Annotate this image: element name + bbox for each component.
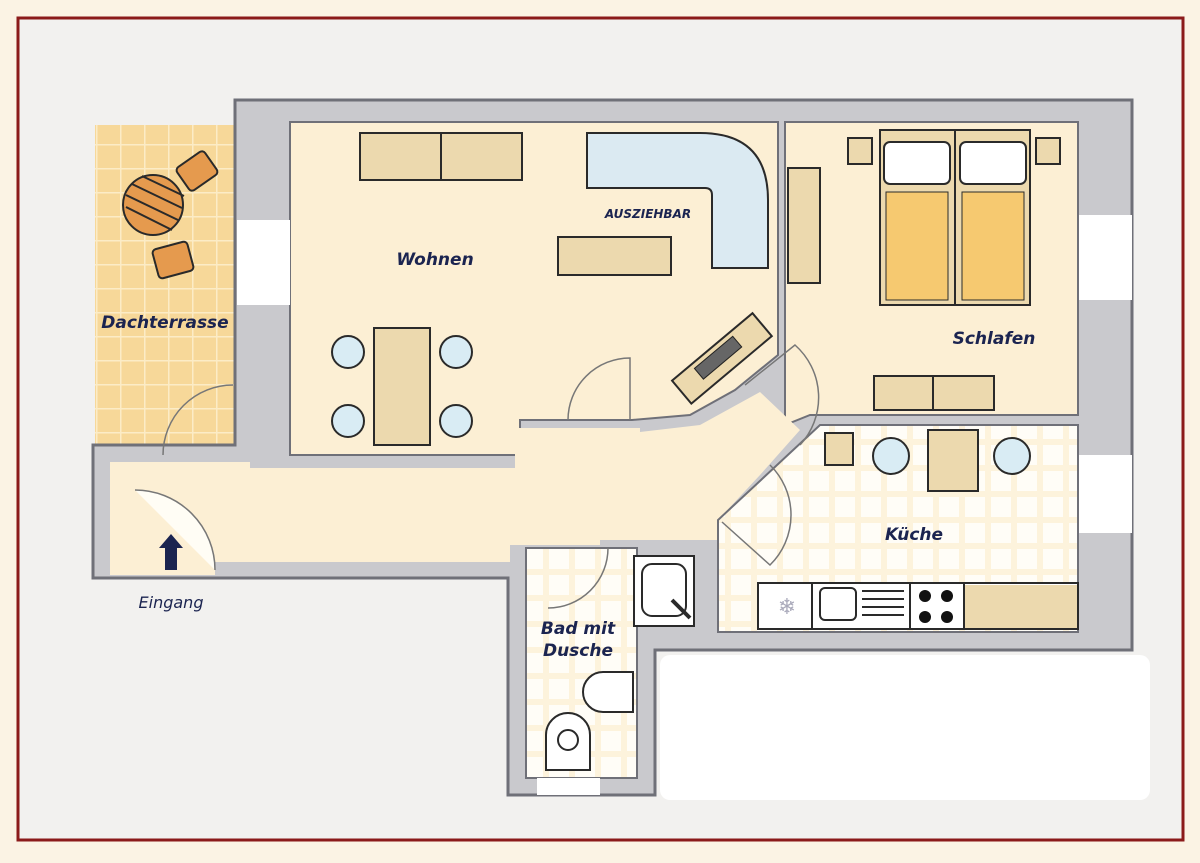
door-entrance [134,489,216,571]
chair-icon [331,335,365,369]
room-kitchen [717,424,1079,633]
blank-area [660,655,1150,800]
toilet-icon [545,712,591,771]
coffee-table-icon [557,236,672,276]
door-kitchen [721,464,792,567]
label-terrace: Dachterrasse [101,313,228,333]
nightstand-icon [1035,137,1061,165]
label-sofa-note: AUSZIEHBAR [604,207,691,221]
door-terrace [162,384,234,456]
door-bedroom [744,344,820,446]
chair-icon [331,404,365,438]
chair-icon [439,404,473,438]
hallway [110,392,800,575]
terrace-table-icon [122,150,219,280]
dining-table-icon [373,327,431,446]
label-entrance: Eingang [139,593,204,612]
label-living: Wohnen [396,250,473,270]
sink-icon [582,671,634,713]
dresser-icon [873,375,995,411]
label-bedroom: Schlafen [953,329,1036,349]
chair-icon [993,437,1031,475]
corner-sofa-icon [586,132,769,269]
label-kitchen: Küche [885,525,943,545]
bed-icon [879,129,1031,306]
chair-icon [872,437,910,475]
svg-text:❄: ❄ [778,595,796,620]
window [237,220,290,305]
wardrobe-icon [787,167,821,284]
sideboard-icon [359,132,523,181]
label-bath-2: Dusche [543,641,613,661]
tv-icon [670,311,774,406]
door-living [567,357,631,421]
chair-icon [439,335,473,369]
window [1079,215,1132,300]
label-bath-1: Bad mit [541,619,616,639]
kitchen-counter-icon: ❄ [757,582,1079,630]
nightstand-icon [847,137,873,165]
stool-icon [824,432,854,466]
window [1079,455,1132,533]
window [537,778,600,795]
shower-icon [633,555,695,627]
entrance-arrow-icon [159,534,183,570]
kitchen-table-icon [927,429,979,492]
door-bath [547,547,609,609]
